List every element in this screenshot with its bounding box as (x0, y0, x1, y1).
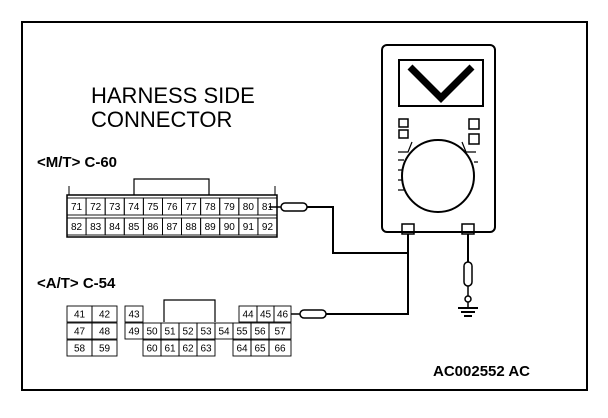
pin-number: 56 (254, 327, 266, 338)
pin-cell (91, 339, 118, 357)
pin-cell (268, 322, 292, 340)
title-line-1: HARNESS SIDE (91, 83, 255, 108)
pin-number: 47 (74, 327, 86, 338)
probe-lead-c54 (291, 253, 409, 319)
pin-number: 74 (128, 202, 140, 213)
pin-cell (91, 305, 118, 323)
pin-number: 79 (224, 202, 236, 213)
ground-probe-icon (463, 261, 473, 287)
pin-number: 62 (182, 344, 194, 355)
pin-number: 44 (242, 310, 254, 321)
meter-button-icon (398, 129, 409, 139)
connector-at-label: <A/T> C-54 (37, 275, 116, 292)
pin-number: 71 (71, 202, 83, 213)
pin-number: 51 (164, 327, 176, 338)
ground-lead (458, 234, 478, 317)
pin-cell (268, 339, 292, 357)
connector-c54: 41 42 43 44 45 46 47 48 49 50 51 52 53 54 55 56 57 58 59 60… (66, 299, 292, 357)
pin-number: 65 (254, 344, 266, 355)
connector-c60: 71 72 73 74 75 76 77 78 79 80 81 82 83 84 85 86 87 88 89 90… (66, 178, 278, 238)
meter-button-icon (398, 118, 409, 128)
pin-number: 83 (90, 222, 102, 233)
pin-number: 42 (99, 310, 111, 321)
pin-number: 72 (90, 202, 102, 213)
pin-number: 77 (186, 202, 198, 213)
pin-number: 92 (262, 222, 274, 233)
pin-number: 81 (262, 202, 274, 213)
pin-number: 55 (236, 327, 248, 338)
pin-number: 78 (205, 202, 217, 213)
title-line-2: CONNECTOR (91, 107, 232, 132)
multimeter-display (398, 59, 484, 107)
pin-number: 57 (274, 327, 286, 338)
reference-code: AC002552 AC (433, 363, 530, 380)
probe-tip-icon (280, 202, 308, 212)
pin-number: 88 (186, 222, 198, 233)
pin-cell (196, 339, 216, 357)
pin-number: 52 (182, 327, 194, 338)
pin-number: 86 (147, 222, 159, 233)
pin-number: 76 (166, 202, 178, 213)
pin-number: 50 (146, 327, 158, 338)
pin-number: 89 (205, 222, 217, 233)
pin-number: 66 (274, 344, 286, 355)
pin-number: 63 (200, 344, 212, 355)
pin-number: 41 (74, 310, 86, 321)
pin-number: 48 (99, 327, 111, 338)
connector-c60-body (66, 194, 278, 238)
pin-number: 54 (218, 327, 230, 338)
pin-number: 90 (224, 222, 236, 233)
pin-number: 75 (147, 202, 159, 213)
pin-number: 53 (200, 327, 212, 338)
pin-number: 60 (146, 344, 158, 355)
pin-number: 46 (277, 310, 289, 321)
pin-number: 87 (166, 222, 178, 233)
pin-number: 58 (74, 344, 86, 355)
pin-number: 82 (71, 222, 83, 233)
pin-cell (257, 217, 278, 236)
diagram-frame (21, 21, 588, 391)
volt-symbol-icon (407, 64, 475, 103)
probe-lead-c60 (269, 202, 409, 254)
pin-cell (91, 322, 118, 340)
meter-button-icon (468, 118, 480, 130)
pin-number: 59 (99, 344, 111, 355)
pin-number: 45 (260, 310, 272, 321)
pin-number: 43 (128, 310, 140, 321)
connector-c60-latch (133, 178, 210, 195)
pin-number: 73 (109, 202, 121, 213)
multimeter (381, 44, 496, 235)
meter-button-icon (468, 133, 480, 145)
pin-number: 61 (164, 344, 176, 355)
dial-scale-icon (398, 141, 413, 191)
multimeter-body (381, 44, 496, 233)
connector-c54-latch (163, 299, 216, 322)
dial-scale-icon (461, 141, 478, 163)
pin-number: 80 (243, 202, 255, 213)
meter-dial (401, 139, 475, 213)
pin-number: 91 (243, 222, 255, 233)
pin-number: 49 (128, 327, 140, 338)
pin-number: 85 (128, 222, 140, 233)
pin-number: 64 (236, 344, 248, 355)
pin-number: 84 (109, 222, 121, 233)
pin-cell (124, 305, 144, 323)
connector-mt-label: <M/T> C-60 (37, 154, 117, 171)
probe-tip-icon (299, 309, 327, 319)
